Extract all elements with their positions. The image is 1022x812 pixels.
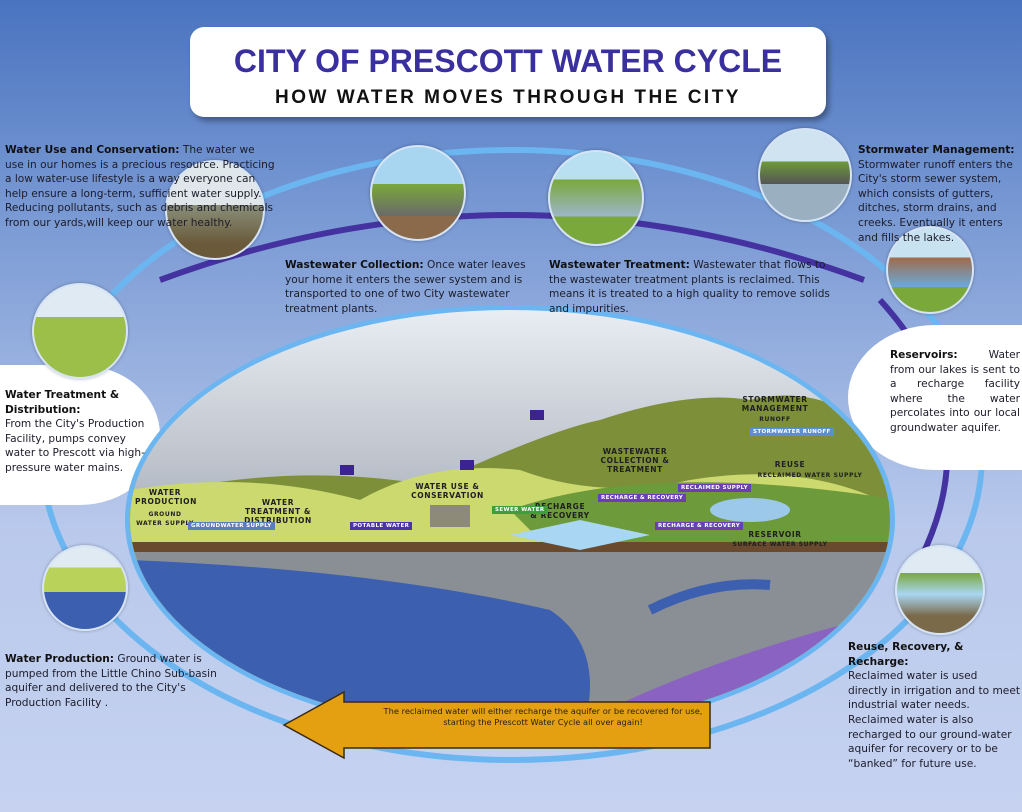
panel-water-use: Water Use and Conservation: The water we… (5, 143, 275, 231)
reservoir-lake (710, 498, 790, 522)
return-arrow-icon (282, 690, 711, 760)
panel-heading: Reuse, Recovery, & Recharge: (848, 641, 964, 668)
recharge-basin (510, 520, 650, 550)
page-subtitle: HOW WATER MOVES THROUGH THE CITY (275, 87, 741, 108)
label-reservoir: RESERVOIR (748, 530, 802, 539)
ground-surface (130, 542, 890, 552)
panel-wastewater-collection: Wastewater Collection: Once water leaves… (285, 258, 543, 316)
label-recharge: RECHARGE & RECOVERY (530, 502, 590, 520)
production-well-image (42, 545, 128, 631)
stormwater-image (758, 128, 852, 222)
pipe-recharge-2: RECHARGE & RECOVERY (655, 522, 744, 530)
panel-heading: Water Treatment & Distribution: (5, 389, 120, 416)
return-arrow-text: The reclaimed water will either recharge… (383, 706, 703, 727)
bedrock (568, 612, 890, 730)
house-image (165, 160, 265, 260)
panel-body: Water from our lakes is sent to a rechar… (890, 349, 1020, 434)
reservoir-image (886, 226, 974, 314)
pipe-recharge-1: RECHARGE & RECOVERY (598, 494, 687, 502)
water-cycle-scene: WATER PRODUCTION GROUND WATER SUPPLY WAT… (125, 305, 895, 735)
aquifer (130, 560, 590, 730)
panel-body: From the City's Production Facility, pum… (5, 418, 145, 474)
panel-stormwater: Stormwater Management: Stormwater runoff … (858, 143, 1020, 245)
label-treatment-distribution: WATER TREATMENT & DISTRIBUTION (244, 498, 312, 525)
recharge-basin-image (895, 545, 985, 635)
pipe-sewer: SEWER WATER (492, 506, 548, 514)
panel-treatment-distribution: Water Treatment & Distribution:From the … (5, 388, 145, 476)
label-surface-supply: SURFACE WATER SUPPLY (732, 541, 828, 548)
treatment-facility-image (32, 283, 128, 379)
panel-heading: Wastewater Collection: (285, 259, 424, 271)
panel-body: Stormwater runoff enters the City's stor… (858, 158, 1013, 244)
pipe-reclaimed: RECLAIMED SUPPLY (678, 484, 752, 492)
panel-wastewater-treatment: Wastewater Treatment: Wastewater that fl… (549, 258, 839, 316)
panel-reuse: Reuse, Recovery, & Recharge:Reclaimed wa… (848, 640, 1020, 771)
purple-arc (158, 212, 866, 283)
label-ground-water-supply: GROUND WATER SUPPLY (136, 511, 194, 527)
title-box: CITY OF PRESCOTT WATER CYCLE HOW WATER M… (190, 27, 826, 117)
treatment-plant-image (548, 150, 644, 246)
panel-heading: Water Production: (5, 653, 115, 665)
label-water-use: WATER USE & CONSERVATION (411, 482, 484, 500)
sewer-image (370, 145, 466, 241)
pipe-groundwater: GROUNDWATER SUPPLY (188, 522, 275, 530)
panel-body: Ground water is pumped from the Little C… (5, 653, 217, 709)
panel-heading: Wastewater Treatment: (549, 259, 690, 271)
label-stormwater: STORMWATER MANAGEMENT (741, 395, 809, 413)
panel-body: Once water leaves your home it enters th… (285, 259, 526, 315)
label-reuse: REUSE (774, 460, 806, 469)
label-runoff: RUNOFF (759, 416, 791, 423)
house (430, 505, 470, 527)
panel-heading: Water Use and Conservation: (5, 144, 180, 156)
label-reclaimed-supply: RECLAIMED WATER SUPPLY (757, 472, 863, 479)
panel-reservoirs: Reservoirs: Water from our lakes is sent… (890, 348, 1020, 436)
panel-body: Wastewater that flows to the wastewater … (549, 259, 830, 315)
panel-heading: Reservoirs: (890, 349, 958, 361)
page-title: CITY OF PRESCOTT WATER CYCLE (233, 43, 783, 79)
pipe-potable: POTABLE WATER (350, 522, 413, 530)
panel-body: The water we use in our homes is a preci… (5, 144, 275, 229)
panel-body: Reclaimed water is used directly in irri… (848, 670, 1020, 770)
panel-production: Water Production: Ground water is pumped… (5, 652, 235, 710)
pipe-storm: STORMWATER RUNOFF (750, 428, 834, 436)
label-water-production: WATER PRODUCTION (135, 488, 198, 506)
label-wastewater: WASTEWATER COLLECTION & TREATMENT (600, 447, 670, 474)
panel-heading: Stormwater Management: (858, 144, 1015, 156)
